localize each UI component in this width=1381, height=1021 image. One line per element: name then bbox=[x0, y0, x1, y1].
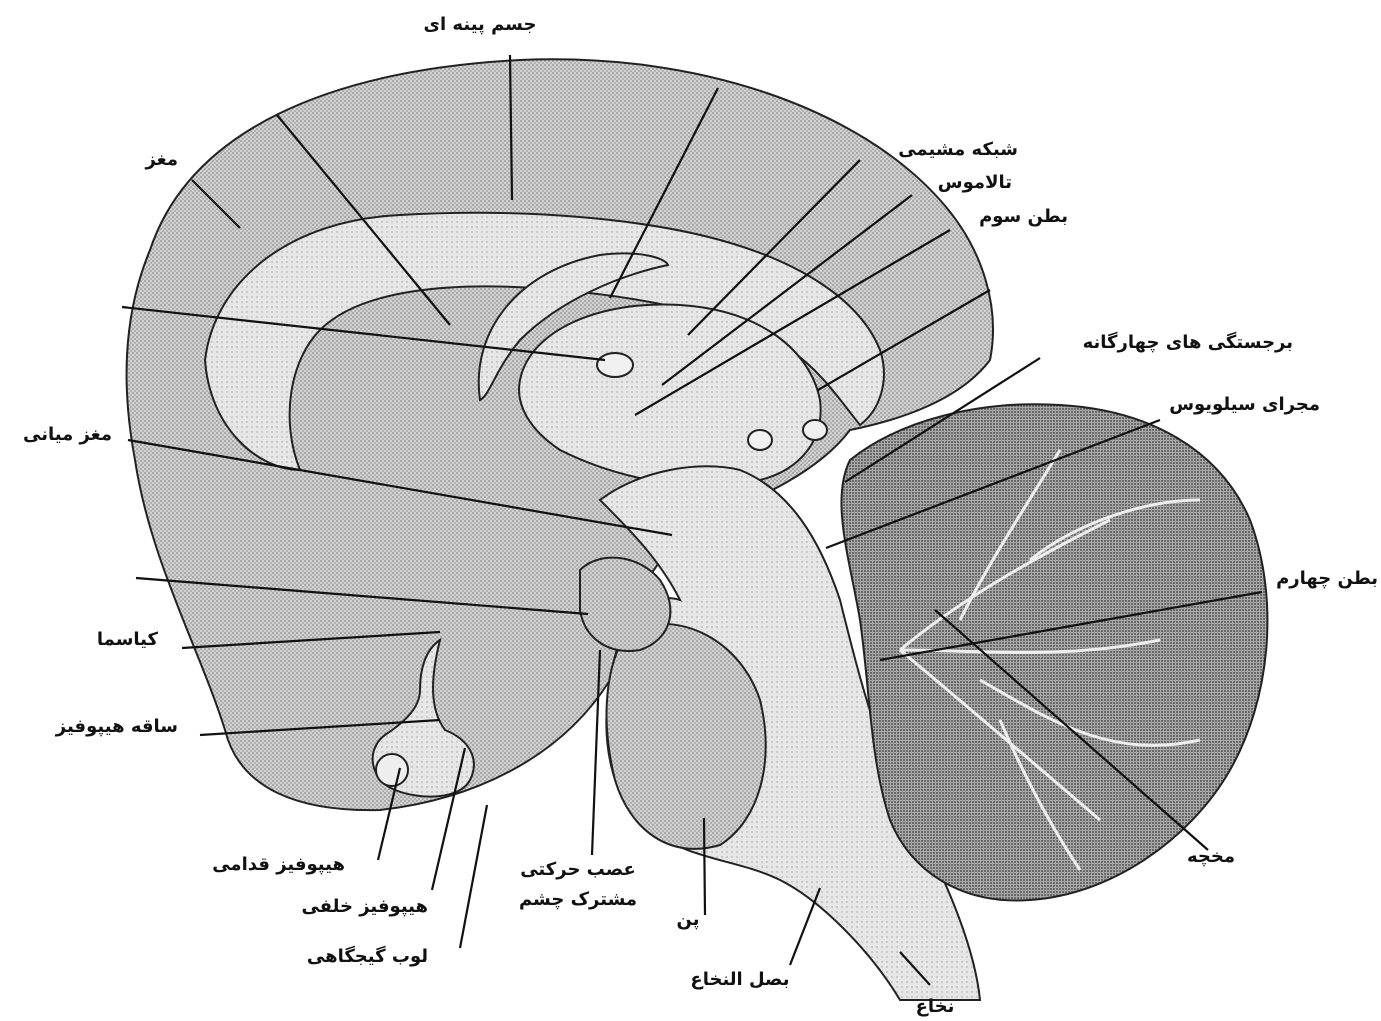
label-pons: پن bbox=[677, 909, 700, 930]
colliculus-oval bbox=[748, 430, 772, 450]
label-midbrain: مغز میانی bbox=[23, 424, 112, 445]
label-oculomotor-nerve-line2: مشترک چشم bbox=[519, 889, 637, 910]
label-chiasma: کیاسما bbox=[97, 629, 159, 650]
label-temporal-lobe: لوب گیجگاهی bbox=[307, 945, 428, 967]
label-posterior-hypophysis: هیپوفیز خلفی bbox=[301, 896, 428, 917]
leader-pons bbox=[704, 818, 705, 915]
leader-medulla bbox=[790, 888, 820, 965]
label-choroid-plexus: شبکه مشیمی bbox=[898, 139, 1018, 160]
label-third-ventricle: بطن سوم bbox=[979, 206, 1068, 227]
label-aqueduct-of-sylvius: مجرای سیلویوس bbox=[1169, 394, 1320, 415]
label-fourth-ventricle: بطن چهارم bbox=[1276, 568, 1378, 589]
label-thalamus: تالاموس bbox=[938, 172, 1012, 193]
leader-temporal-lobe bbox=[460, 805, 487, 948]
anterior-pituitary-shape bbox=[376, 754, 408, 786]
label-quadrigeminal-bodies: برجستگی های چهارگانه bbox=[1083, 331, 1293, 353]
label-corpus-callosum: جسم پینه ای bbox=[424, 14, 537, 35]
colliculus-oval-2 bbox=[803, 420, 827, 440]
massa-intermedia bbox=[597, 353, 633, 377]
label-medulla-oblongata: بصل النخاع bbox=[690, 969, 789, 990]
label-cerebrum: مغز bbox=[144, 149, 178, 170]
label-oculomotor-nerve-line1: عصب حرکتی bbox=[520, 859, 636, 880]
oculomotor-nerve-shape bbox=[580, 558, 670, 651]
label-anterior-hypophysis: هیپوفیز قدامی bbox=[212, 854, 345, 875]
label-hypophysis-stalk: ساقه هیپوفیز bbox=[55, 716, 178, 737]
label-spinal-cord: نخاع bbox=[916, 996, 955, 1017]
label-cerebellum: مخچه bbox=[1187, 846, 1235, 867]
